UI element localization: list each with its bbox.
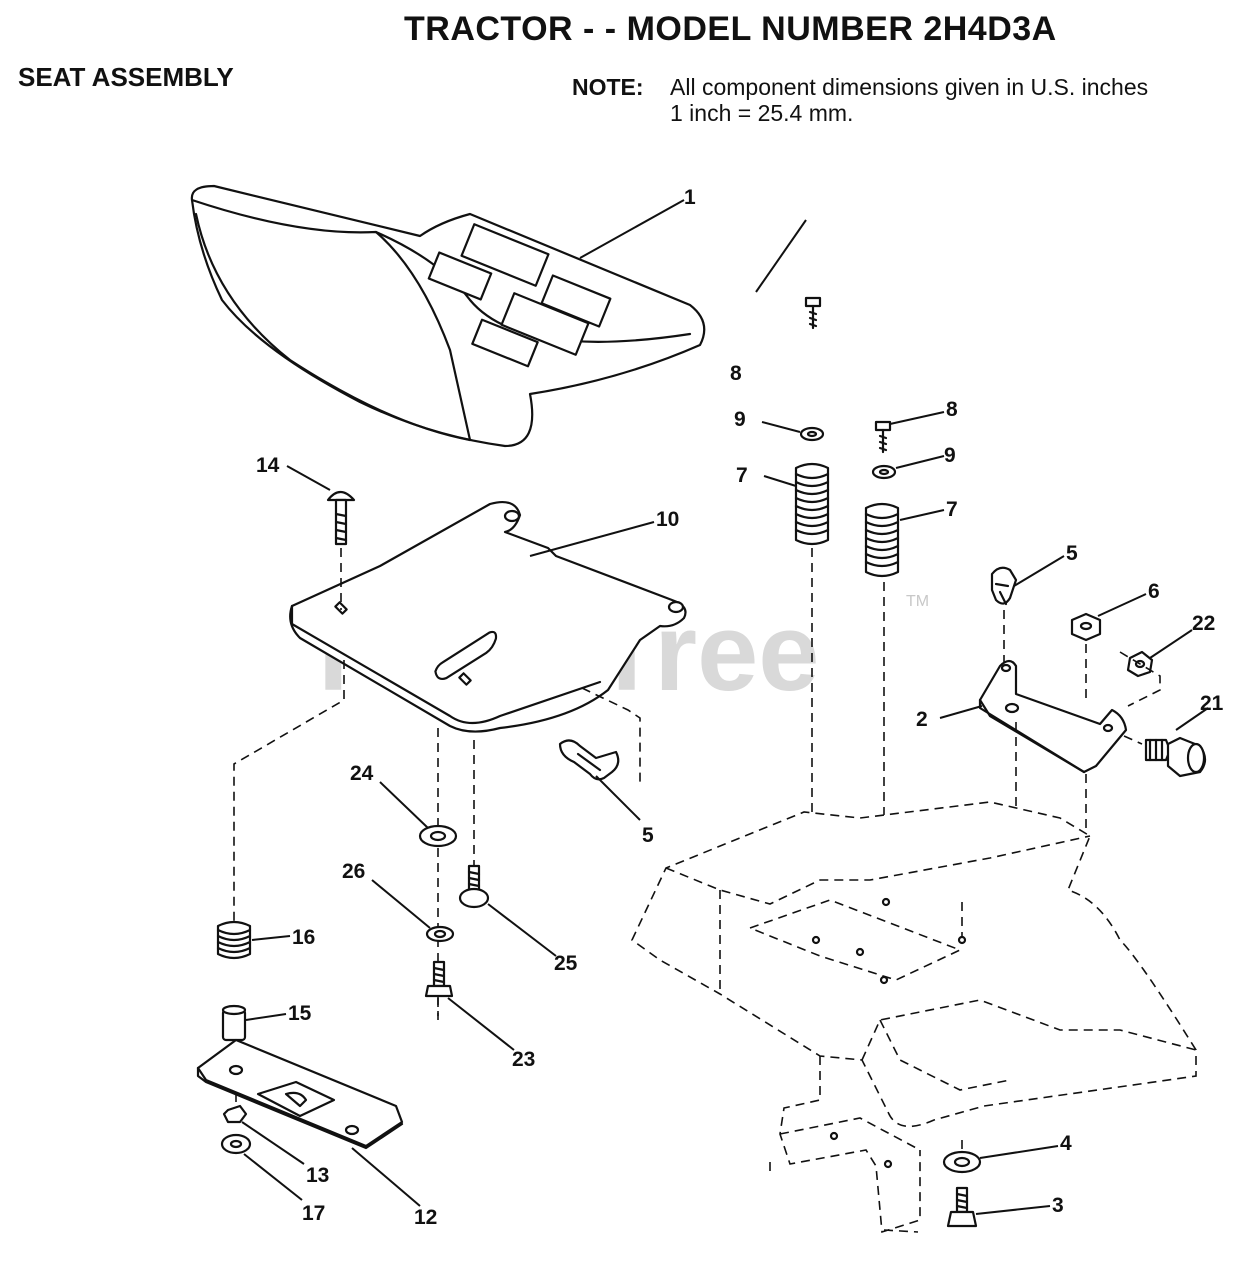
part-washer-9-left[interactable]: [799, 426, 825, 442]
tractor-frame: [630, 801, 1197, 1234]
part-bolt-8-right[interactable]: [874, 420, 892, 454]
note-label: NOTE:: [572, 74, 644, 100]
part-shoulder-bolt[interactable]: [458, 864, 490, 909]
callout-15: 15: [288, 1002, 312, 1025]
part-carriage-bolt[interactable]: [326, 490, 356, 546]
callout-12: 12: [414, 1206, 437, 1229]
callout-13: 13: [306, 1164, 329, 1187]
note-text: All component dimensions given in U.S. i…: [670, 74, 1148, 126]
part-hex-nut-6[interactable]: [1070, 612, 1102, 642]
callout-4: 4: [1060, 1132, 1072, 1155]
callout-21: 21: [1200, 692, 1224, 715]
watermark-tm: TM: [906, 593, 929, 610]
callout-16: 16: [292, 926, 315, 949]
part-spring-16[interactable]: [216, 920, 252, 960]
note-line-2: 1 inch = 25.4 mm.: [670, 100, 854, 126]
callout-9-right: 9: [944, 444, 956, 467]
part-seat[interactable]: [190, 184, 706, 448]
callout-23: 23: [512, 1048, 535, 1071]
part-spring-7-right[interactable]: [864, 502, 900, 578]
callout-9-left: 9: [734, 408, 746, 431]
part-bracket[interactable]: [978, 659, 1128, 774]
part-seat-slide[interactable]: [196, 1038, 404, 1150]
callout-14: 14: [256, 454, 280, 477]
part-washer-4[interactable]: [942, 1150, 982, 1174]
callout-1: 1: [684, 186, 696, 209]
callout-7-right: 7: [946, 498, 958, 521]
callout-17: 17: [302, 1202, 325, 1225]
callout-5-right: 5: [1066, 542, 1078, 565]
callout-3: 3: [1052, 1194, 1064, 1217]
callout-6: 6: [1148, 580, 1160, 603]
callout-8-left: 8: [730, 362, 742, 385]
section-title: SEAT ASSEMBLY: [18, 62, 234, 92]
part-pivot-bolt[interactable]: [1144, 736, 1207, 778]
part-bushing[interactable]: [221, 1004, 247, 1042]
callout-8-right: 8: [946, 398, 958, 421]
callout-25: 25: [554, 952, 578, 975]
callout-5-left: 5: [642, 824, 654, 847]
part-hex-bolt-3[interactable]: [946, 1186, 978, 1228]
note-line-1: All component dimensions given in U.S. i…: [670, 74, 1149, 100]
part-washer-9-right[interactable]: [871, 464, 897, 480]
part-seat-pan[interactable]: [289, 500, 687, 733]
part-washer-17[interactable]: [220, 1133, 252, 1155]
part-hex-bolt-23[interactable]: [424, 960, 454, 998]
callout-2: 2: [916, 708, 928, 731]
page-title: TRACTOR - - MODEL NUMBER 2H4D3A: [404, 10, 1057, 48]
part-spring-7-left[interactable]: [794, 462, 830, 546]
callout-24: 24: [350, 762, 374, 785]
part-lock-washer[interactable]: [425, 925, 455, 943]
callout-10: 10: [656, 508, 679, 531]
part-seat-switch-right[interactable]: [990, 566, 1018, 606]
part-nut-13[interactable]: [222, 1104, 248, 1124]
callout-7-left: 7: [736, 464, 748, 487]
part-washer-24[interactable]: [418, 824, 458, 848]
part-seat-switch-left[interactable]: [558, 739, 620, 781]
part-bolt-8-left[interactable]: [804, 296, 822, 330]
callout-22: 22: [1192, 612, 1215, 635]
callout-26: 26: [342, 860, 365, 883]
